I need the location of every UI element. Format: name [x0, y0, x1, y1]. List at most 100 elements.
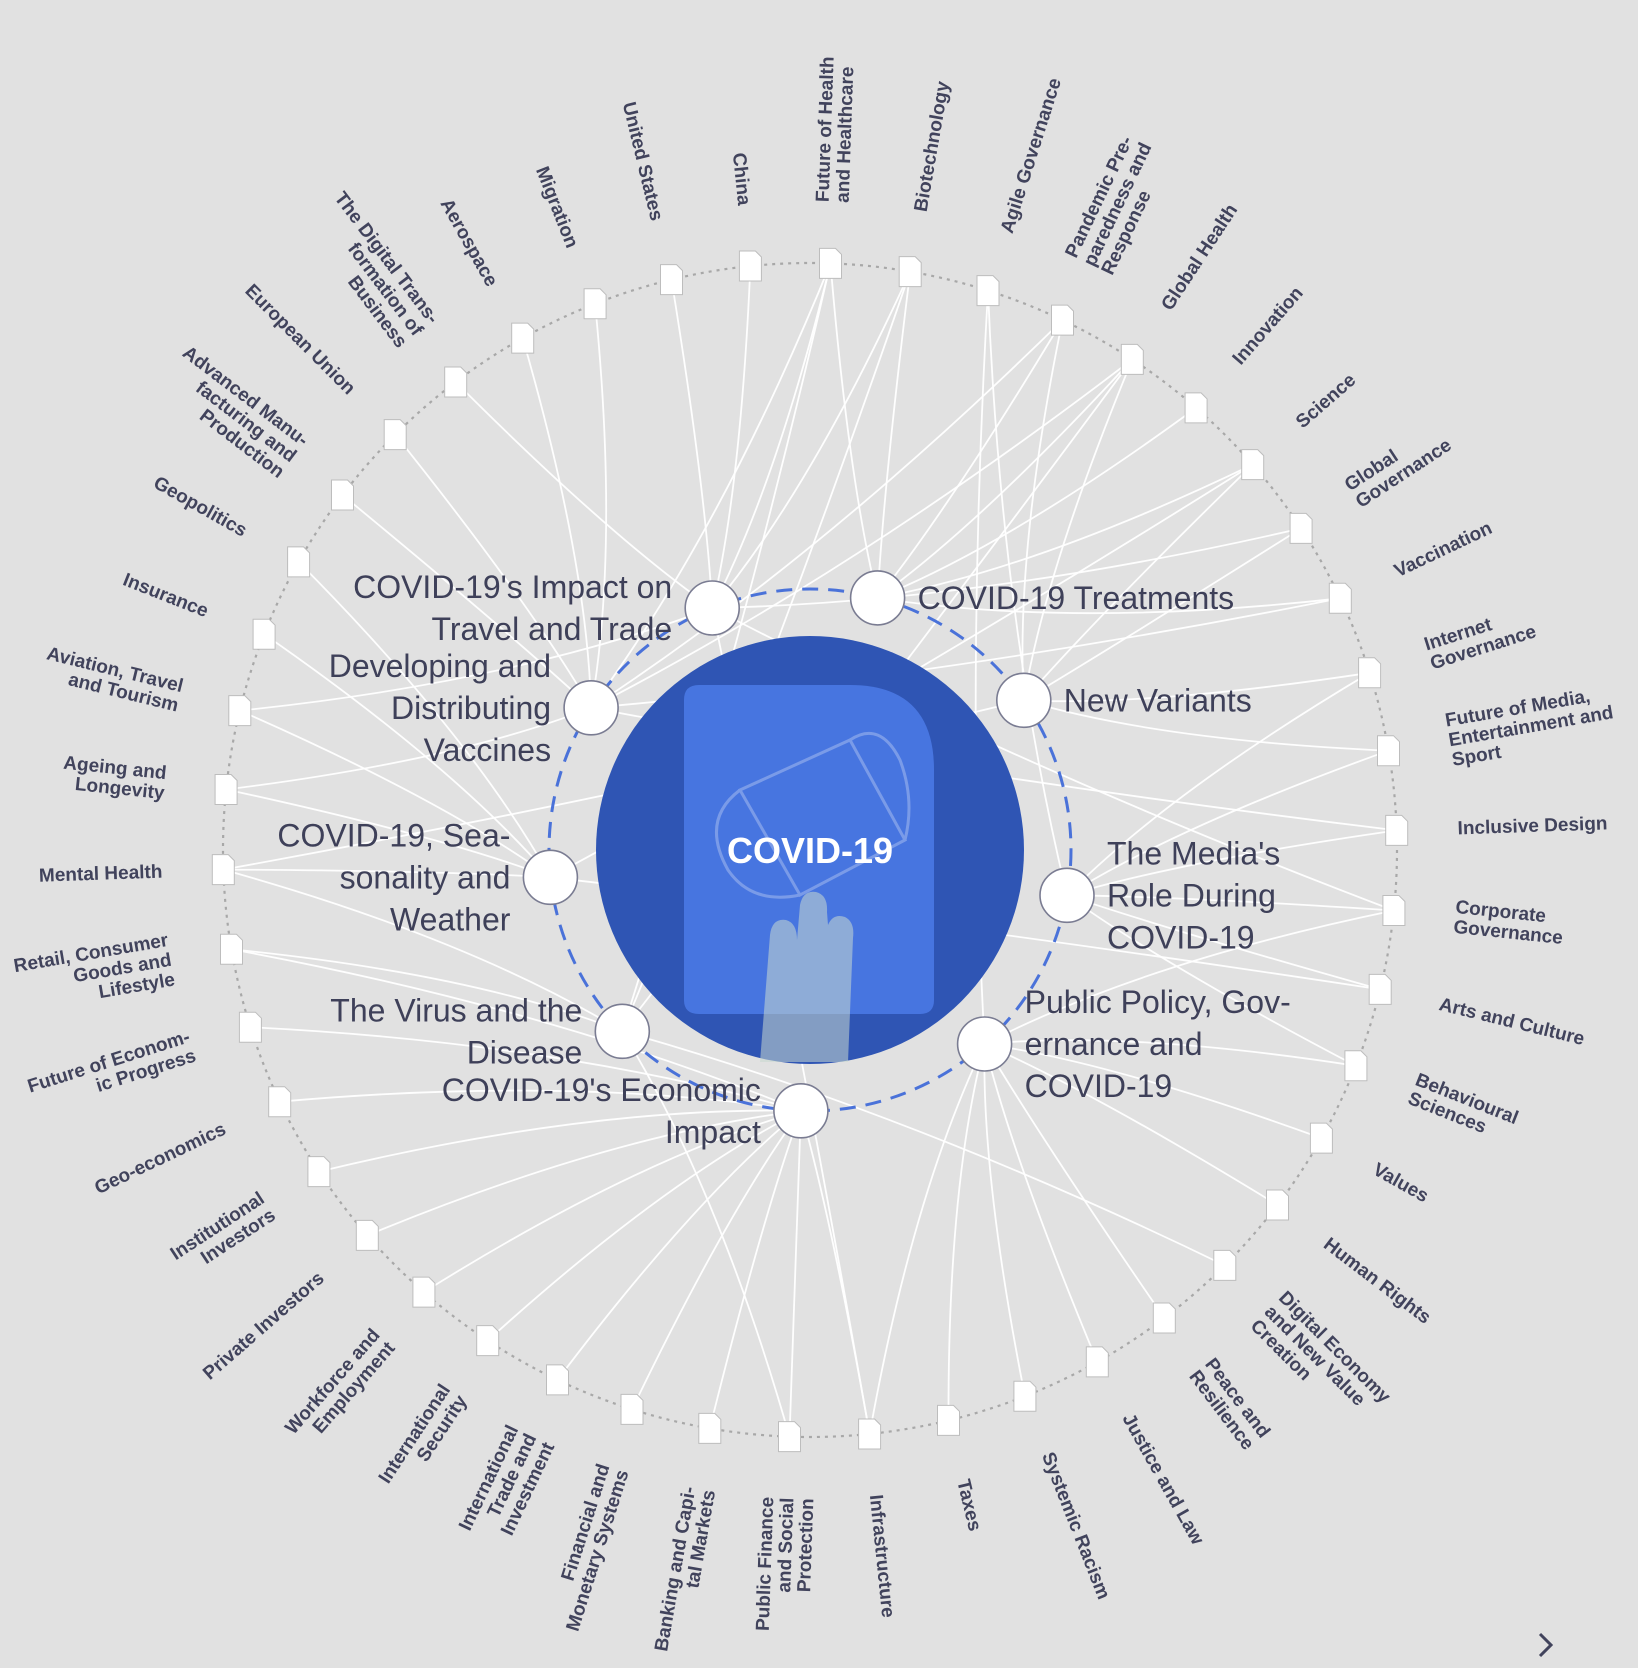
topic-node-aerospace[interactable]: [511, 322, 535, 354]
topic-label-international-trade-and-investment[interactable]: InternationalTrade andInvestment: [455, 1421, 559, 1551]
topic-node-global-governance[interactable]: [1289, 512, 1313, 544]
topic-label-corporate-governance[interactable]: CorporateGovernance: [1452, 897, 1565, 949]
topic-node-behavioural-sciences[interactable]: [1344, 1050, 1368, 1082]
topic-node-public-finance-and-social-protection[interactable]: [778, 1421, 801, 1453]
topic-label-digital-economy-and-new-value-creation[interactable]: Digital Economyand New ValueCreation: [1246, 1287, 1395, 1436]
key-issue-label-covid-19-treatments[interactable]: COVID-19 Treatments: [918, 580, 1235, 616]
topic-label-vaccination[interactable]: Vaccination: [1391, 518, 1495, 582]
next-button[interactable]: [1520, 1622, 1570, 1668]
topic-node-future-of-health-and-healthcare[interactable]: [819, 247, 842, 279]
topic-label-migration[interactable]: Migration: [531, 164, 582, 251]
topic-label-internet-governance[interactable]: InternetGovernance: [1422, 602, 1539, 674]
topic-node-infrastructure[interactable]: [858, 1418, 882, 1450]
topic-label-public-finance-and-social-protection[interactable]: Public Financeand SocialProtection: [753, 1497, 819, 1633]
topic-label-behavioural-sciences[interactable]: BehaviouralSciences: [1405, 1070, 1521, 1148]
key-issue-node-developing-and-distributing-vaccines[interactable]: [563, 679, 619, 736]
topic-label-financial-and-monetary-systems[interactable]: Financial andMonetary Systems: [544, 1461, 634, 1633]
topic-node-the-digital-trans-formation-of-business[interactable]: [444, 366, 468, 398]
topic-node-institutional-investors[interactable]: [307, 1156, 331, 1188]
topic-node-retail-consumer-goods-and-lifestyle[interactable]: [220, 933, 243, 965]
topic-node-innovation[interactable]: [1184, 392, 1208, 424]
topic-label-global-governance[interactable]: GlobalGovernance: [1341, 418, 1455, 513]
topic-label-human-rights[interactable]: Human Rights: [1319, 1234, 1434, 1329]
topic-node-future-of-media-entertainment-and-sport[interactable]: [1377, 735, 1400, 767]
topic-node-future-of-econom-ic-progress[interactable]: [238, 1011, 262, 1043]
topic-label-peace-and-resilience[interactable]: Peace andResilience: [1184, 1355, 1273, 1455]
topic-node-aviation-travel-and-tourism[interactable]: [228, 695, 252, 727]
topic-label-inclusive-design[interactable]: Inclusive Design: [1457, 813, 1608, 839]
topic-node-migration[interactable]: [583, 288, 607, 320]
topic-label-the-digital-trans-formation-of-business[interactable]: The Digital Trans-formation ofBusiness: [298, 188, 443, 352]
topic-label-geo-economics[interactable]: Geo-economics: [92, 1119, 230, 1199]
key-issue-node-covid-19-s-economic-impact[interactable]: [773, 1083, 829, 1139]
topic-label-science[interactable]: Science: [1292, 370, 1360, 433]
topic-label-institutional-investors[interactable]: InstitutionalInvestors: [167, 1188, 280, 1281]
topic-label-future-of-health-and-healthcare[interactable]: Future of Healthand Healthcare: [813, 56, 859, 203]
topic-label-international-security[interactable]: InternationalSecurity: [375, 1380, 472, 1498]
topic-label-retail-consumer-goods-and-lifestyle[interactable]: Retail, ConsumerGoods andLifestyle: [12, 930, 177, 1017]
topic-node-taxes[interactable]: [937, 1404, 960, 1436]
topic-label-private-investors[interactable]: Private Investors: [199, 1268, 328, 1384]
topic-label-arts-and-culture[interactable]: Arts and Culture: [1437, 994, 1587, 1050]
topic-label-justice-and-law[interactable]: Justice and Law: [1118, 1410, 1208, 1548]
topic-node-mental-health[interactable]: [211, 854, 235, 886]
key-issue-node-the-virus-and-the-disease[interactable]: [594, 1003, 651, 1060]
key-issue-node-new-variants[interactable]: [995, 672, 1052, 729]
topic-label-values[interactable]: Values: [1369, 1159, 1432, 1207]
topic-node-geo-economics[interactable]: [268, 1086, 292, 1118]
topic-node-advanced-manu-facturing-and-production[interactable]: [331, 479, 354, 511]
topic-node-human-rights[interactable]: [1266, 1189, 1289, 1221]
topic-node-banking-and-capi-tal-markets[interactable]: [698, 1412, 722, 1444]
key-issue-node-covid-19-sea-sonality-and-weather[interactable]: [522, 849, 579, 906]
key-issue-node-the-media-s-role-during-covid-19[interactable]: [1039, 867, 1095, 924]
topic-label-biotechnology[interactable]: Biotechnology: [911, 79, 954, 213]
topic-node-private-investors[interactable]: [355, 1219, 379, 1251]
key-issue-node-covid-19-treatments[interactable]: [849, 570, 906, 626]
topic-label-global-health[interactable]: Global Health: [1157, 201, 1242, 315]
topic-node-united-states[interactable]: [660, 264, 683, 296]
topic-node-financial-and-monetary-systems[interactable]: [620, 1393, 644, 1425]
key-issue-node-public-policy-gov-ernance-and-covid-19[interactable]: [956, 1016, 1013, 1072]
topic-node-ageing-and-longevity[interactable]: [214, 774, 238, 805]
topic-node-agile-governance[interactable]: [976, 275, 1000, 307]
topic-node-pandemic-pre-paredness-and-response[interactable]: [1051, 304, 1074, 336]
topic-label-china[interactable]: China: [728, 152, 754, 207]
topic-label-advanced-manu-facturing-and-production[interactable]: Advanced Manu-facturing andProduction: [154, 342, 312, 483]
center-topic[interactable]: COVID-19: [596, 636, 1024, 1064]
topic-node-international-security[interactable]: [476, 1325, 500, 1357]
topic-node-workforce-and-employment[interactable]: [412, 1276, 436, 1308]
topic-node-values[interactable]: [1309, 1122, 1333, 1154]
topic-node-china[interactable]: [738, 250, 762, 282]
topic-node-insurance[interactable]: [252, 618, 276, 650]
topic-label-taxes[interactable]: Taxes: [952, 1477, 985, 1533]
topic-node-european-union[interactable]: [383, 419, 407, 451]
topic-label-agile-governance[interactable]: Agile Governance: [997, 76, 1066, 236]
topic-label-european-union[interactable]: European Union: [241, 281, 360, 400]
topic-label-ageing-and-longevity[interactable]: Ageing andLongevity: [60, 753, 168, 804]
topic-node-corporate-governance[interactable]: [1382, 895, 1406, 926]
topic-label-banking-and-capi-tal-markets[interactable]: Banking and Capi-tal Markets: [651, 1485, 720, 1656]
topic-node-international-trade-and-investment[interactable]: [546, 1364, 569, 1396]
topic-label-geopolitics[interactable]: Geopolitics: [150, 473, 250, 542]
topic-label-innovation[interactable]: Innovation: [1229, 283, 1308, 369]
topic-label-aerospace[interactable]: Aerospace: [436, 195, 502, 290]
topic-label-workforce-and-employment[interactable]: Workforce andEmployment: [281, 1324, 400, 1451]
topic-node-justice-and-law[interactable]: [1085, 1346, 1109, 1378]
topic-label-systemic-racism[interactable]: Systemic Racism: [1037, 1449, 1114, 1602]
topic-node-systemic-racism[interactable]: [1013, 1380, 1037, 1412]
topic-node-digital-economy-and-new-value-creation[interactable]: [1213, 1249, 1237, 1281]
topic-node-global-health[interactable]: [1120, 343, 1144, 375]
topic-node-peace-and-resilience[interactable]: [1152, 1302, 1176, 1334]
topic-node-science[interactable]: [1241, 449, 1265, 481]
topic-label-future-of-econom-ic-progress[interactable]: Future of Econom-ic Progress: [25, 1027, 198, 1117]
topic-label-future-of-media-entertainment-and-sport[interactable]: Future of Media,Entertainment andSport: [1444, 683, 1619, 771]
topic-node-vaccination[interactable]: [1328, 582, 1352, 614]
topic-node-geopolitics[interactable]: [287, 546, 311, 578]
key-issue-node-covid-19-s-impact-on-travel-and-trade[interactable]: [684, 580, 741, 636]
